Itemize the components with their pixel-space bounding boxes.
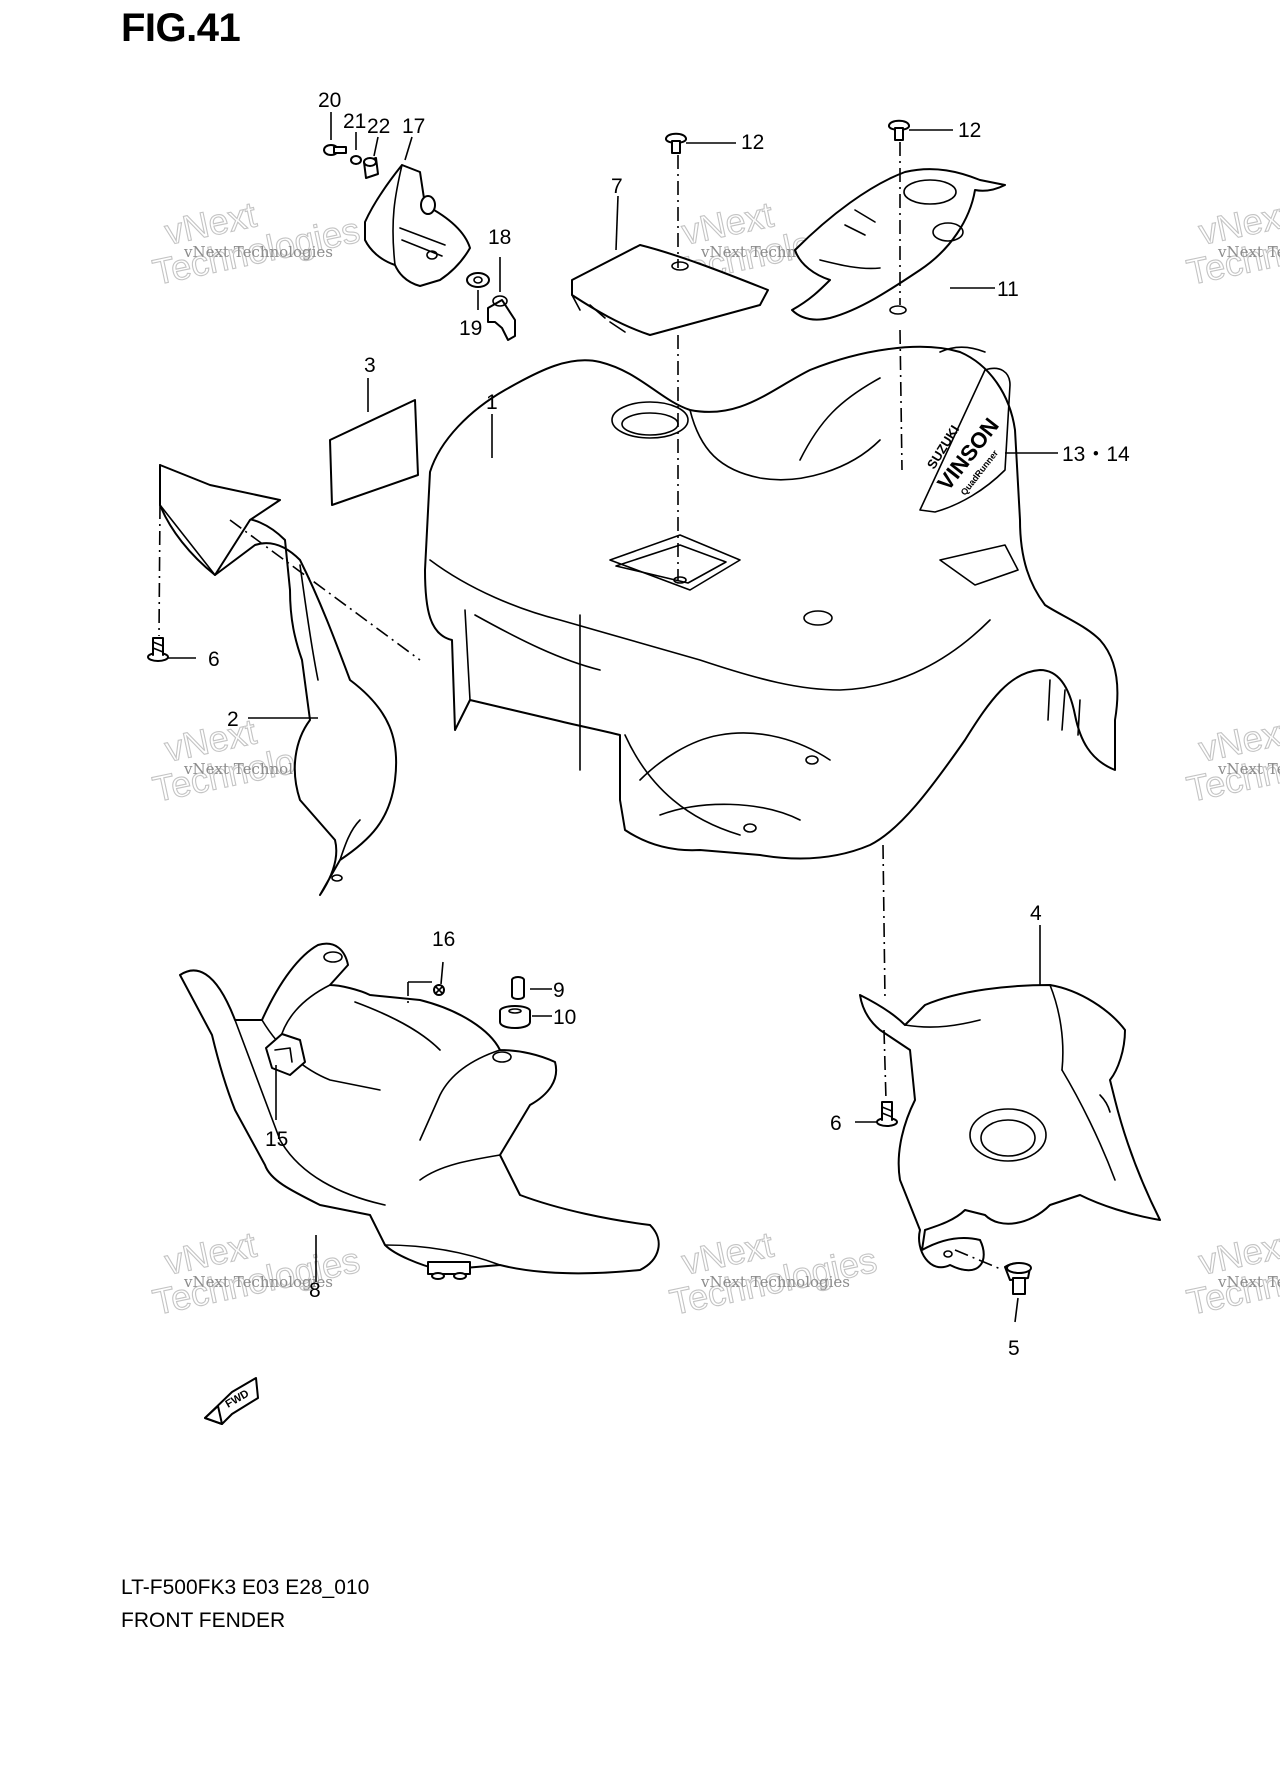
part-6-screw-left: [147, 637, 169, 662]
callout-13-14: 13・14: [1062, 443, 1130, 466]
callout-7: 7: [611, 175, 623, 198]
callout-17: 17: [402, 115, 425, 138]
watermark: vNext Technologies vNext Technologies: [149, 1223, 364, 1323]
callout-22: 22: [367, 115, 390, 138]
callout-6-left: 6: [208, 648, 220, 671]
fwd-arrow-icon: FWD: [204, 1377, 259, 1425]
part-1-front-fender: SUZUKI VINSON QuadRunner: [424, 345, 1119, 860]
assembly-lines: [158, 142, 1004, 1271]
part-15-latch: [265, 1033, 306, 1076]
callout-12-right: 12: [958, 119, 981, 142]
callout-6-right: 6: [830, 1112, 842, 1135]
part-6-screw-right: [876, 1101, 898, 1127]
svg-text:vNext Technologies: vNext Technologies: [1217, 243, 1280, 261]
part-16-nut: [433, 984, 445, 996]
svg-text:vNext Technologies: vNext Technologies: [1217, 1273, 1280, 1291]
callout-8: 8: [309, 1279, 321, 1302]
callout-18: 18: [488, 226, 511, 249]
callout-15: 15: [265, 1128, 288, 1151]
part-12-bolt-right: [888, 119, 910, 141]
part-17-bracket: [364, 164, 471, 287]
callout-16: 16: [432, 928, 455, 951]
part-22-spacer: [363, 157, 379, 179]
part-20-screw: [323, 144, 347, 156]
figure-title: FIG.41: [121, 6, 241, 50]
part-8-front-bumper-cover: [179, 942, 660, 1280]
callout-21: 21: [343, 110, 366, 133]
watermark: vNext Technologies vNext Technologies: [1183, 710, 1280, 810]
callout-12-left: 12: [741, 131, 764, 154]
part-3-decal: [329, 399, 419, 506]
callout-1: 1: [486, 391, 498, 414]
part-7-lid: [571, 244, 769, 336]
svg-text:vNext Technologies: vNext Technologies: [1217, 760, 1280, 778]
callout-labels: 20 21 22 17 18 19 7 12 12 3 1 11 13・14 2…: [208, 89, 1130, 1360]
part-19-washer: [466, 272, 490, 288]
callout-5: 5: [1008, 1337, 1020, 1360]
part-12-bolt-left: [665, 132, 687, 154]
diagram-caption: FRONT FENDER: [121, 1609, 286, 1632]
callout-leaders: [168, 112, 1058, 1323]
part-11-panel: [791, 168, 1006, 321]
svg-text:vNext Technologies: vNext Technologies: [700, 1273, 850, 1291]
watermark: vNext Technologies vNext Technologies: [1183, 1223, 1280, 1323]
part-4-right-side-cover: [859, 984, 1161, 1272]
part-2-left-side-cover: [159, 464, 398, 896]
part-21-washer: [350, 155, 362, 165]
callout-20: 20: [318, 89, 341, 112]
callout-9: 9: [553, 979, 565, 1002]
model-code: LT-F500FK3 E03 E28_010: [121, 1576, 370, 1599]
part-10-grommet: [499, 1005, 531, 1029]
watermark: vNext Technologies vNext Technologies: [1183, 193, 1280, 293]
callout-4: 4: [1030, 902, 1042, 925]
svg-text:vNext Technologies: vNext Technologies: [183, 243, 333, 261]
watermark: vNext Technologies vNext Technologies: [149, 193, 364, 293]
watermark: vNext Technologies vNext Technologies: [666, 1223, 881, 1323]
part-9-collar: [511, 976, 525, 1000]
callout-19: 19: [459, 317, 482, 340]
part-5-bolt: [1004, 1262, 1032, 1295]
callout-2: 2: [227, 708, 239, 731]
callout-10: 10: [553, 1006, 576, 1029]
callout-11: 11: [997, 278, 1019, 301]
part-18-clip: [487, 295, 516, 341]
svg-text:vNext Technologies: vNext Technologies: [183, 1273, 333, 1291]
callout-3: 3: [364, 354, 376, 377]
